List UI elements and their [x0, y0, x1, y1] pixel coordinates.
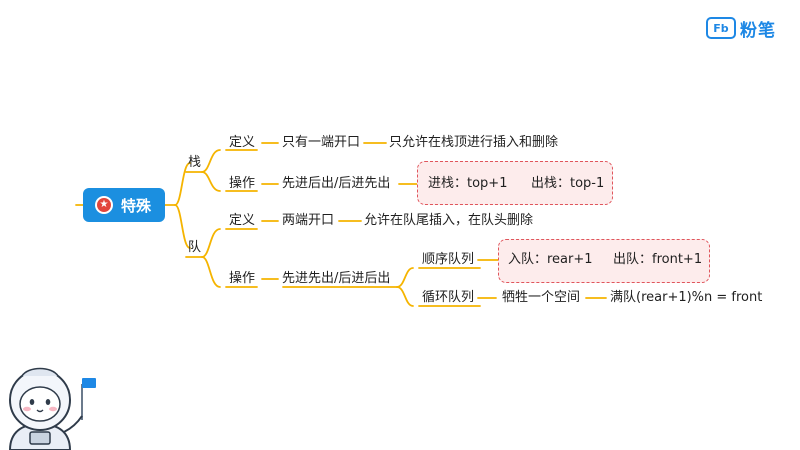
stack-op-label: 操作	[229, 176, 256, 191]
stack-def-value: 只有一端开口	[282, 135, 361, 150]
queue-def-detail: 允许在队尾插入，在队头删除	[364, 213, 534, 228]
stack-def-detail: 只允许在栈顶进行插入和删除	[389, 135, 559, 150]
queue-def-label: 定义	[229, 213, 256, 228]
stack-node: 栈	[188, 155, 202, 170]
stack-op-value: 先进后出/后进先出	[282, 176, 391, 191]
root-label: 特殊	[121, 196, 152, 215]
queue-dequeue: 出队：front+1	[613, 252, 703, 267]
queue-seq-label: 顺序队列	[422, 252, 475, 267]
queue-circ-full: 满队(rear+1)%n = front	[610, 290, 763, 305]
mascot-astronaut-illustration	[8, 367, 96, 450]
queue-seq-highlight	[498, 239, 710, 283]
queue-op-label: 操作	[229, 271, 256, 286]
queue-enqueue: 入队：rear+1	[508, 252, 593, 267]
queue-circ-label: 循环队列	[422, 290, 475, 305]
queue-op-value: 先进先出/后进后出	[282, 271, 391, 286]
queue-node: 队	[188, 240, 202, 255]
brand-mark: Fb	[706, 17, 736, 39]
stack-push: 进栈：top+1	[428, 176, 508, 191]
brand-name: 粉笔	[740, 20, 776, 41]
stack-def-label: 定义	[229, 135, 256, 150]
queue-circ-value: 牺牲一个空间	[502, 290, 581, 305]
star-icon: ★	[95, 196, 113, 214]
brand-logo: Fb 粉笔	[706, 16, 786, 41]
stack-op-highlight	[417, 161, 613, 205]
stack-pop: 出栈：top-1	[531, 176, 605, 191]
root-node: ★ 特殊	[83, 188, 165, 222]
queue-def-value: 两端开口	[282, 213, 335, 228]
